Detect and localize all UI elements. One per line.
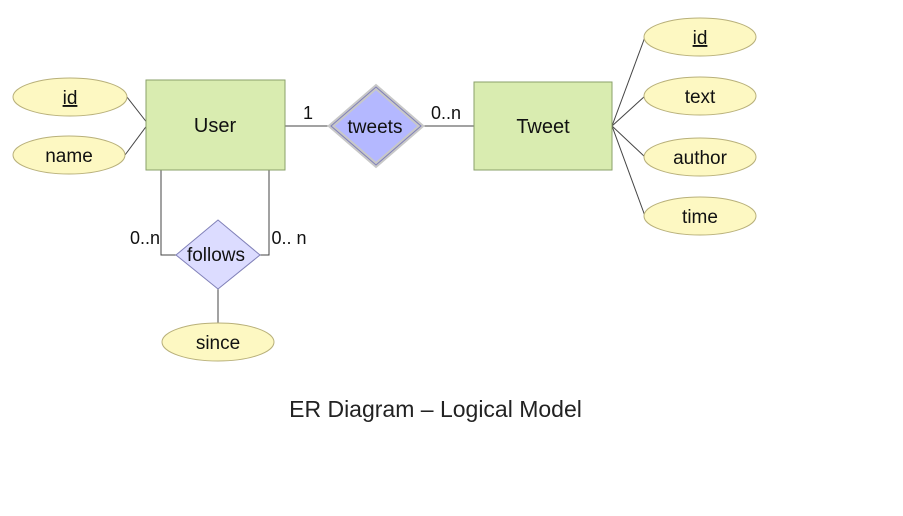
attribute-tweet-author-label: author xyxy=(673,148,728,169)
attribute-tweet-id[interactable]: id xyxy=(643,17,757,57)
follows-left-connector xyxy=(160,170,176,256)
entity-tweet-label: Tweet xyxy=(516,116,570,138)
relationship-follows[interactable]: follows xyxy=(175,219,261,290)
diagram-caption-text: ER Diagram – Logical Model xyxy=(289,396,582,422)
attribute-tweet-text-label: text xyxy=(685,87,716,108)
relationship-follows-label: follows xyxy=(187,245,245,266)
cardinality-follows-right: 0.. n xyxy=(271,228,306,248)
diagram-caption: ER Diagram – Logical Model xyxy=(0,396,903,423)
attribute-tweet-time[interactable]: time xyxy=(643,196,757,236)
user-name-connector xyxy=(124,123,149,156)
connector-lines xyxy=(124,36,646,324)
entity-user[interactable]: User xyxy=(145,79,286,171)
tweet-time-connector xyxy=(611,125,646,217)
attribute-user-id[interactable]: id xyxy=(12,77,128,117)
attribute-follows-since[interactable]: since xyxy=(161,322,275,362)
entity-tweet[interactable]: Tweet xyxy=(473,81,613,171)
follows-right-connector xyxy=(259,170,270,256)
attribute-tweet-author[interactable]: author xyxy=(643,137,757,177)
attribute-tweet-id-label: id xyxy=(693,28,708,49)
tweet-text-connector xyxy=(611,95,646,127)
user-id-connector xyxy=(126,96,149,125)
cardinality-tweets-user: 1 xyxy=(303,103,313,123)
tweet-author-connector xyxy=(611,125,646,158)
attribute-user-name-label: name xyxy=(45,146,93,167)
attribute-tweet-time-label: time xyxy=(682,207,718,228)
attribute-user-id-label: id xyxy=(63,88,78,109)
attribute-tweet-text[interactable]: text xyxy=(643,76,757,116)
tweet-id-connector xyxy=(611,36,646,127)
cardinality-tweets-tweet: 0..n xyxy=(431,103,461,123)
entity-user-label: User xyxy=(194,115,237,137)
relationship-tweets-label: tweets xyxy=(348,117,403,138)
attribute-follows-since-label: since xyxy=(196,333,240,354)
attribute-user-name[interactable]: name xyxy=(12,135,126,175)
cardinality-follows-left: 0..n xyxy=(130,228,160,248)
relationship-tweets[interactable]: tweets xyxy=(327,83,425,169)
